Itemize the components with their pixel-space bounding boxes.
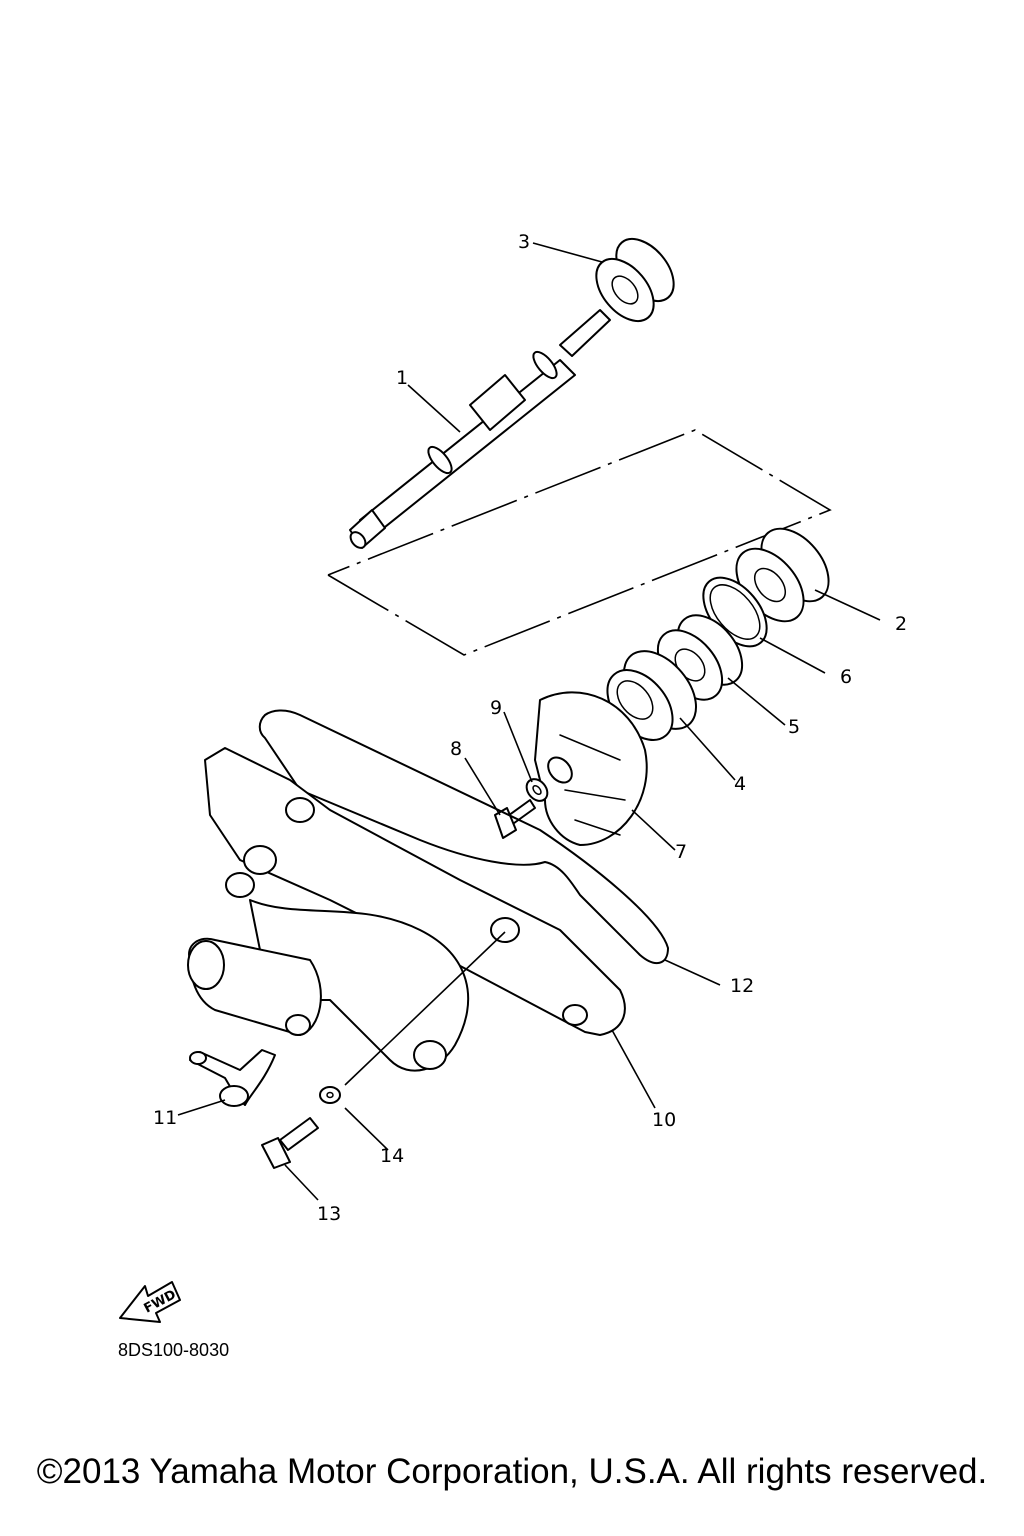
callout-6: 6 — [840, 666, 852, 688]
callout-7: 7 — [675, 841, 687, 863]
callout-11: 11 — [153, 1107, 177, 1129]
callout-1: 1 — [396, 367, 408, 389]
part-washer-14 — [319, 1086, 341, 1104]
callout-12: 12 — [730, 975, 754, 997]
part-mechanical-seal-4 — [606, 650, 698, 741]
callout-3: 3 — [518, 231, 530, 253]
leader-lines — [177, 242, 881, 1201]
callout-14: 14 — [380, 1145, 404, 1167]
part-bolt-8 — [494, 799, 536, 839]
fwd-arrow-icon: FWD — [119, 1281, 181, 1323]
part-housing-cover-10 — [187, 747, 626, 1072]
part-shaft-1 — [349, 309, 611, 549]
callout-8: 8 — [450, 738, 462, 760]
copyright-notice: ©2013 Yamaha Motor Corporation, U.S.A. A… — [36, 1452, 988, 1491]
part-gasket-12 — [258, 709, 669, 964]
callout-5: 5 — [788, 716, 800, 738]
callout-labels: 3 1 2 6 5 4 7 8 9 12 10 11 14 13 — [153, 231, 907, 1225]
callout-13: 13 — [317, 1203, 341, 1225]
callout-2: 2 — [895, 613, 907, 635]
diagram-code: 8DS100-8030 — [118, 1340, 230, 1360]
part-fitting-11 — [189, 1049, 276, 1107]
part-bearing-3 — [595, 238, 675, 322]
callout-4: 4 — [734, 773, 746, 795]
callout-9: 9 — [490, 697, 502, 719]
assembly-outline — [327, 429, 832, 656]
part-washer-9 — [525, 778, 549, 802]
part-impeller-7 — [534, 691, 648, 846]
callout-10: 10 — [652, 1109, 676, 1131]
part-bolt-13 — [261, 1117, 319, 1169]
